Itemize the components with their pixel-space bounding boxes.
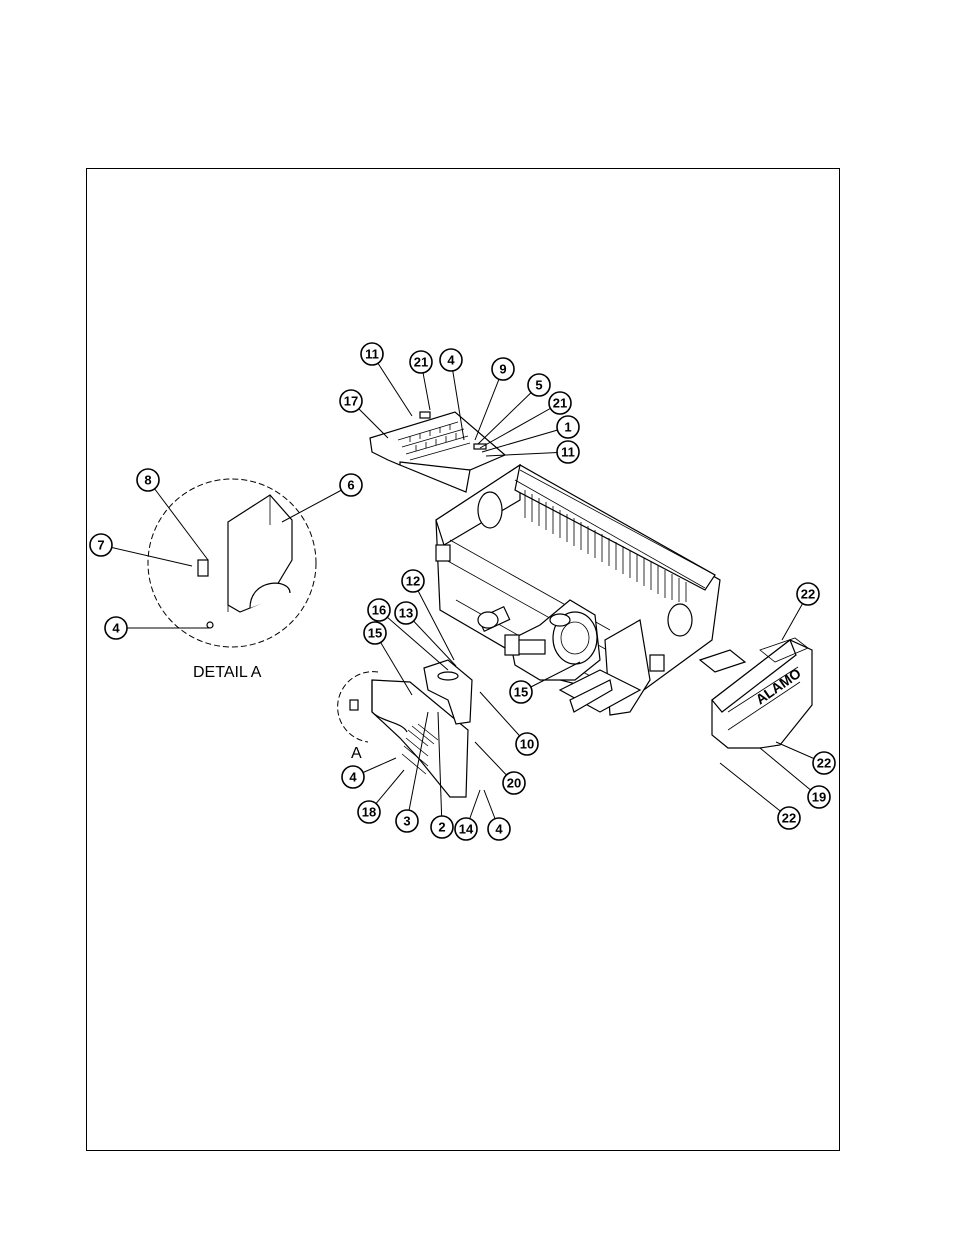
svg-text:17: 17 [344, 394, 358, 409]
svg-text:21: 21 [414, 355, 428, 370]
callout-1: 1 [557, 416, 579, 438]
svg-text:13: 13 [399, 606, 413, 621]
main-housing [436, 465, 745, 715]
detail-a-view [148, 479, 316, 647]
svg-text:11: 11 [365, 347, 379, 362]
svg-text:18: 18 [362, 805, 376, 820]
svg-text:12: 12 [406, 574, 420, 589]
callout-11-top: 11 [361, 343, 383, 365]
svg-text:9: 9 [499, 362, 506, 377]
callout-18: 18 [358, 801, 380, 823]
svg-text:11: 11 [561, 445, 575, 460]
svg-text:4: 4 [349, 770, 357, 785]
svg-text:4: 4 [112, 621, 120, 636]
section-a-label: A [351, 745, 362, 762]
callout-15-left: 15 [364, 622, 386, 644]
callout-7: 7 [90, 534, 112, 556]
callout-9: 9 [492, 358, 514, 380]
callout-6: 6 [340, 474, 362, 496]
svg-text:8: 8 [144, 473, 151, 488]
callout-5: 5 [528, 374, 550, 396]
svg-text:10: 10 [520, 737, 534, 752]
svg-text:5: 5 [535, 378, 542, 393]
callout-15-gearbox: 15 [510, 681, 532, 703]
callout-8: 8 [137, 469, 159, 491]
svg-text:21: 21 [553, 396, 567, 411]
svg-text:6: 6 [347, 478, 354, 493]
callout-4-detail: 4 [105, 617, 127, 639]
callout-22-top: 22 [797, 583, 819, 605]
callout-17: 17 [340, 390, 362, 412]
callout-4-bottom: 4 [488, 818, 510, 840]
callout-2: 2 [431, 816, 453, 838]
detail-a-label: DETAIL A [193, 664, 262, 681]
svg-text:15: 15 [514, 685, 528, 700]
callout-19: 19 [808, 786, 830, 808]
callout-21-right: 21 [549, 392, 571, 414]
callout-4-guard: 4 [342, 766, 364, 788]
svg-text:3: 3 [403, 814, 410, 829]
svg-text:4: 4 [495, 822, 503, 837]
svg-text:22: 22 [801, 587, 815, 602]
callout-12: 12 [402, 570, 424, 592]
callout-4-top: 4 [440, 349, 462, 371]
callout-10: 10 [516, 733, 538, 755]
top-grate-cover [370, 412, 505, 492]
svg-text:16: 16 [372, 603, 386, 618]
callout-16: 16 [368, 599, 390, 621]
svg-text:7: 7 [97, 538, 104, 553]
callout-22-bottom: 22 [778, 807, 800, 829]
callout-14: 14 [455, 818, 477, 840]
callout-22-mid: 22 [813, 752, 835, 774]
callout-3: 3 [396, 810, 418, 832]
svg-text:2: 2 [438, 820, 445, 835]
svg-text:1: 1 [564, 420, 571, 435]
callout-11-right: 11 [557, 441, 579, 463]
callout-13: 13 [395, 602, 417, 624]
callout-20: 20 [503, 772, 525, 794]
svg-text:4: 4 [447, 353, 455, 368]
svg-text:22: 22 [782, 811, 796, 826]
svg-text:15: 15 [368, 626, 382, 641]
svg-text:14: 14 [459, 822, 474, 837]
svg-text:20: 20 [507, 776, 521, 791]
svg-text:22: 22 [817, 756, 831, 771]
svg-text:19: 19 [812, 790, 826, 805]
callout-21-top: 21 [410, 351, 432, 373]
